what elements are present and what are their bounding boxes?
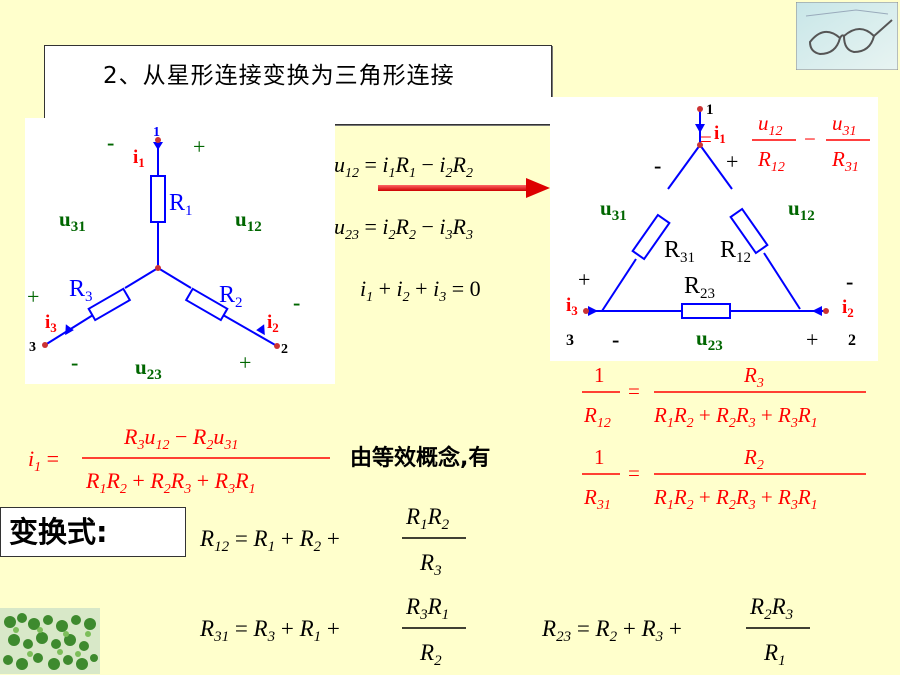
star-minus-right: -	[293, 290, 300, 315]
svg-text:R12: R12	[583, 403, 611, 431]
svg-text:1: 1	[594, 363, 605, 387]
title-box: 2、从星形连接变换为三角形连接	[44, 45, 552, 125]
star-minus-top: -	[107, 130, 114, 155]
star-R2-label: R2	[219, 282, 243, 311]
star-node-3: 3	[29, 340, 36, 355]
star-u12-label: u12	[235, 207, 262, 235]
svg-text:R1R2: R1R2	[405, 504, 450, 533]
delta-u12-label: u12	[788, 196, 815, 224]
svg-text:1: 1	[594, 445, 605, 469]
svg-text:R3: R3	[419, 550, 442, 579]
svg-text:R31: R31	[831, 147, 859, 175]
star-u23-label: u23	[135, 355, 162, 383]
svg-text:R23 = R2 + R3 +: R23 = R2 + R3 +	[541, 616, 682, 645]
svg-text:R1: R1	[763, 640, 786, 669]
svg-text:R31 = R3 + R1 +: R31 = R3 + R1 +	[199, 616, 340, 645]
svg-text:R12: R12	[757, 147, 785, 175]
delta-i1-label: i1	[714, 123, 726, 146]
R23-transform-formula: R23 = R2 + R3 + R2R3 R1	[541, 594, 810, 669]
delta-u31-label: u31	[600, 196, 627, 224]
star-plus-left: +	[27, 284, 39, 309]
svg-text:=: =	[628, 461, 640, 485]
star-plus-bottom: +	[239, 350, 251, 375]
svg-text:R12 = R1 + R2 +: R12 = R1 + R2 +	[199, 526, 340, 555]
delta-node-2: 2	[848, 332, 856, 349]
svg-text:R3: R3	[743, 363, 764, 391]
delta-node-3: 3	[566, 332, 574, 349]
delta-minus-top: -	[654, 153, 661, 178]
svg-text:−: −	[804, 127, 816, 151]
transform-arrow-icon	[378, 178, 550, 198]
svg-text:R1R2 + R2R3 + R3R1: R1R2 + R2R3 + R3R1	[653, 403, 818, 431]
star-u31-label: u31	[59, 207, 86, 235]
equivalence-text: 由等效概念,有	[350, 446, 491, 471]
svg-text:R3R1: R3R1	[405, 594, 449, 623]
glasses-clipart-icon	[796, 2, 898, 70]
R31-transform-formula: R31 = R3 + R1 + R3R1 R2	[199, 594, 466, 669]
vine-clipart-icon	[0, 608, 100, 674]
svg-text:u23 = i2R2 − i3R3: u23 = i2R2 − i3R3	[334, 214, 473, 243]
svg-text:=: =	[700, 127, 712, 151]
star-i3-label: i3	[45, 312, 57, 335]
svg-text:R1R2 + R2R3 + R3R1: R1R2 + R2R3 + R3R1	[653, 485, 818, 513]
svg-text:u31: u31	[832, 111, 857, 139]
delta-R23-label: R23	[684, 273, 715, 302]
delta-i3-label: i3	[566, 295, 578, 318]
star-node-1: 1	[153, 125, 160, 140]
svg-text:R3u12 − R2u31: R3u12 − R2u31	[123, 424, 238, 453]
star-R1-label: R1	[169, 190, 193, 219]
delta-minus-right: -	[846, 269, 853, 294]
star-minus-bottom: -	[71, 350, 78, 375]
delta-R12-label: R12	[720, 237, 751, 266]
svg-text:R2: R2	[419, 640, 442, 669]
star-R3-label: R3	[69, 276, 93, 305]
R12-transform-formula: R12 = R1 + R2 + R1R2 R3	[199, 504, 466, 579]
i1-solution-formula: i1 = R3u12 − R2u31 R1R2 + R2R3 + R3R1	[28, 424, 330, 497]
delta-plus-bottom: +	[806, 327, 818, 352]
conductance-formulas: 1 R12 = R3 R1R2 + R2R3 + R3R1 1 R31 = R2…	[582, 363, 866, 513]
svg-text:R1R2 + R2R3 + R3R1: R1R2 + R2R3 + R3R1	[85, 468, 256, 497]
transform-label-box: 变换式:	[0, 507, 186, 557]
kvl-equations: u12 = i1R1 − i2R2 u23 = i2R2 − i3R3 i1 +…	[334, 152, 481, 305]
delta-plus-left: +	[578, 267, 590, 292]
star-plus-top: +	[193, 134, 205, 159]
star-i2-label: i2	[267, 312, 279, 335]
svg-text:i1 =: i1 =	[28, 446, 59, 475]
svg-text:R2R3: R2R3	[749, 594, 793, 623]
page-title: 2、从星形连接变换为三角形连接	[103, 63, 455, 89]
svg-text:R2: R2	[743, 445, 764, 473]
svg-text:i1 + i2 + i3 = 0: i1 + i2 + i3 = 0	[360, 276, 481, 305]
delta-circuit-diagram: 1 2 3 i1 i2 i3 R31 R12 R23 u12 u23 u31 -…	[550, 97, 878, 361]
delta-node-1: 1	[706, 102, 714, 118]
delta-minus-bottom: -	[612, 327, 619, 352]
svg-text:=: =	[628, 379, 640, 403]
delta-i2-label: i2	[842, 297, 854, 320]
svg-text:R31: R31	[583, 485, 611, 513]
svg-text:u12: u12	[758, 111, 783, 139]
star-circuit-diagram: 1 2 3 i1 i2 i3 R1 R2 R3 u12 u23 u31 - + …	[25, 118, 335, 384]
delta-R31-label: R31	[664, 237, 695, 266]
star-node-2: 2	[281, 342, 288, 357]
delta-plus-top: +	[726, 149, 738, 174]
star-i1-label: i1	[133, 147, 145, 170]
delta-u23-label: u23	[696, 326, 723, 354]
delta-i1-formula: = u12 R12 − u31 R31	[700, 111, 870, 175]
